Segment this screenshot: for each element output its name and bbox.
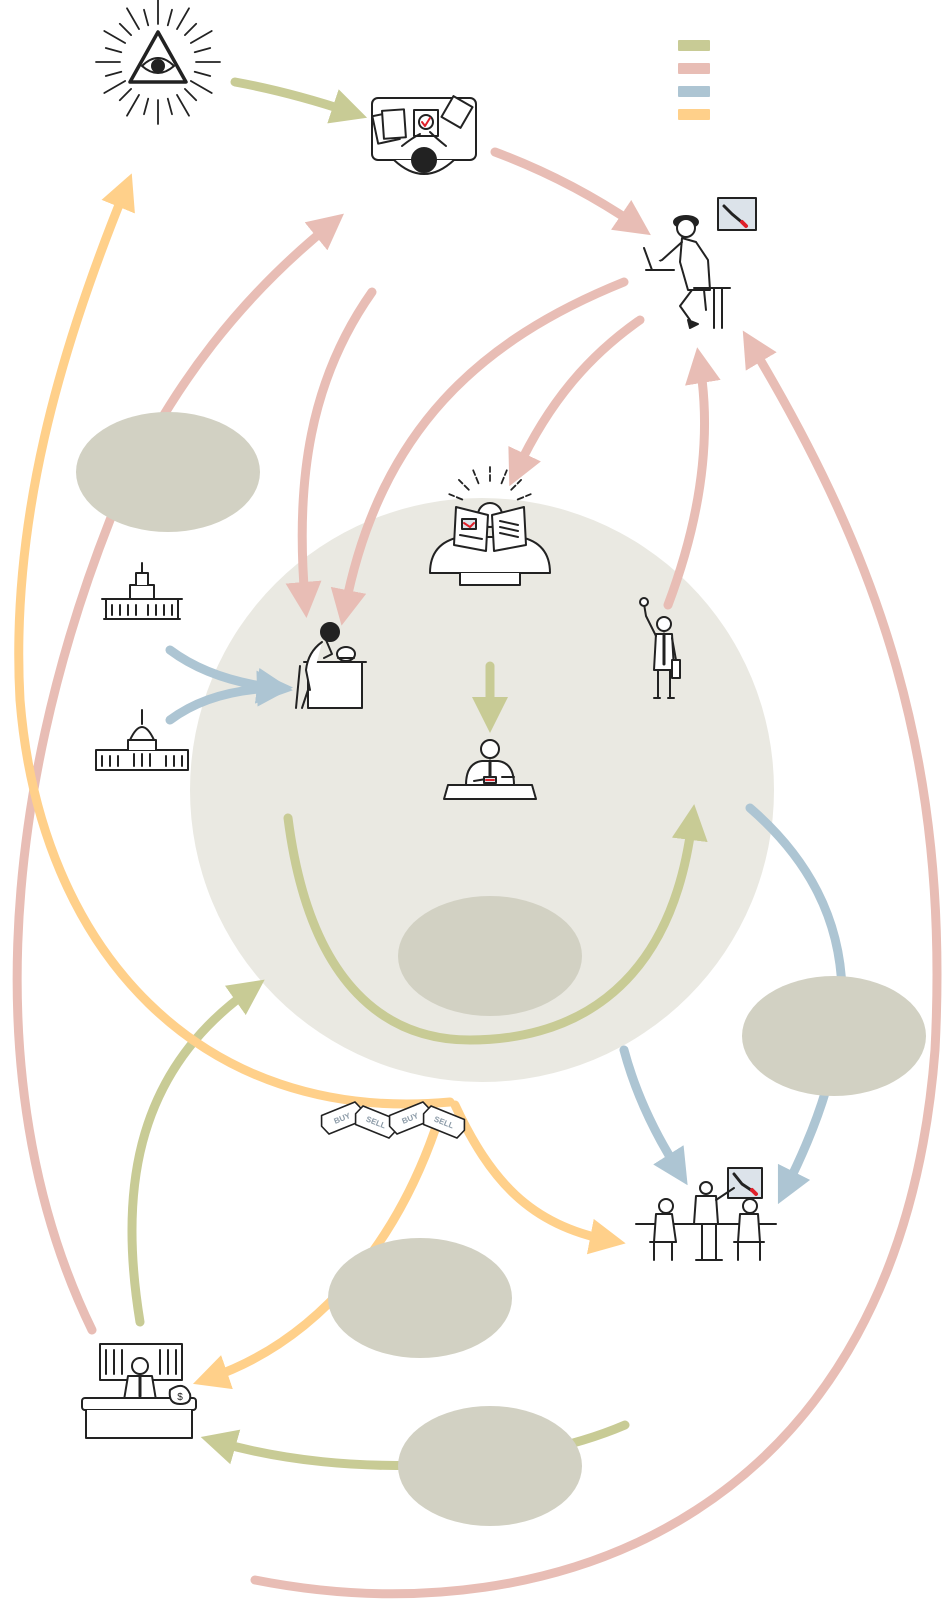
panic-line (500, 469, 508, 485)
arrow-eye-to-reviewer (230, 77, 368, 124)
ticket: SELL (422, 1105, 466, 1139)
eye-ray (118, 87, 133, 102)
svg-text:$: $ (177, 1392, 183, 1403)
panicked-newspaper-reader-icon (429, 466, 551, 586)
banker-money-bag-icon: $ (81, 1343, 197, 1439)
panic-line (472, 469, 480, 485)
capitol-building-icon (95, 709, 189, 771)
eye-ray (143, 8, 150, 27)
eye-ray (176, 7, 190, 30)
eye-ray (126, 7, 140, 30)
legend-swatch-orange (678, 109, 710, 120)
eye-ray (183, 87, 198, 102)
arrow-circle-to-meeting (619, 1045, 688, 1186)
arrow-reviewer-to-trader (490, 147, 651, 236)
boardroom-meeting-icon (635, 1167, 777, 1261)
arrow-reviewer-to-worker (285, 287, 377, 618)
panic-line (457, 479, 470, 491)
eye-ray (143, 97, 150, 116)
blob-center (398, 896, 582, 1016)
arrow-trader-to-newspaper (508, 315, 645, 487)
chart-down-icon (722, 204, 746, 226)
eye-ray (103, 30, 126, 44)
eye-ray (166, 97, 173, 116)
arrow-tickets-to-meeting (450, 1100, 626, 1255)
eye-ray (193, 47, 212, 54)
eye-ray (183, 22, 198, 37)
eye-ray (103, 80, 126, 94)
eye-ray (193, 70, 212, 77)
legend-swatch-pink (678, 63, 710, 74)
eye-ray (104, 47, 123, 54)
eye-ray (104, 70, 123, 77)
legend (678, 40, 710, 120)
blob-lower-center (328, 1238, 512, 1358)
arrow-bottom-loop-to-trader (250, 330, 942, 1599)
trader-laptop-icon (643, 197, 757, 329)
panic-line (448, 493, 464, 501)
arrow-banker-up (127, 979, 265, 1327)
signing-executive-icon (443, 739, 537, 800)
eye-ray (190, 30, 213, 44)
all-seeing-eye-icon (95, 0, 221, 125)
state-building-icon (101, 562, 183, 620)
arrow-banker-to-reviewer (12, 213, 344, 1335)
blob-bottom (398, 1406, 582, 1526)
blob-upper-left (76, 412, 260, 532)
ticket: BUY (320, 1101, 364, 1135)
panic-line (516, 493, 532, 501)
eye-ray (126, 94, 140, 117)
blob-right (742, 976, 926, 1096)
arrow-businessman-to-trader (663, 347, 721, 610)
arrow-tickets-to-eye (14, 173, 455, 1109)
panic-line (510, 479, 523, 491)
meeting-chart-icon (732, 1172, 756, 1194)
eye-ray (118, 22, 133, 37)
desk-reviewer-icon (371, 95, 477, 175)
legend-swatch-green (678, 40, 710, 51)
eye-ray (176, 94, 190, 117)
shouting-businessman-icon (639, 597, 681, 699)
arrow-capitol-to-worker (165, 670, 293, 725)
legend-swatch-blue (678, 86, 710, 97)
arrow-inner-loop (283, 804, 708, 1045)
eye-ray (190, 80, 213, 94)
arrow-trader-to-worker (330, 277, 629, 626)
eye-ray (166, 8, 173, 27)
stressed-desk-worker-icon (295, 622, 367, 709)
